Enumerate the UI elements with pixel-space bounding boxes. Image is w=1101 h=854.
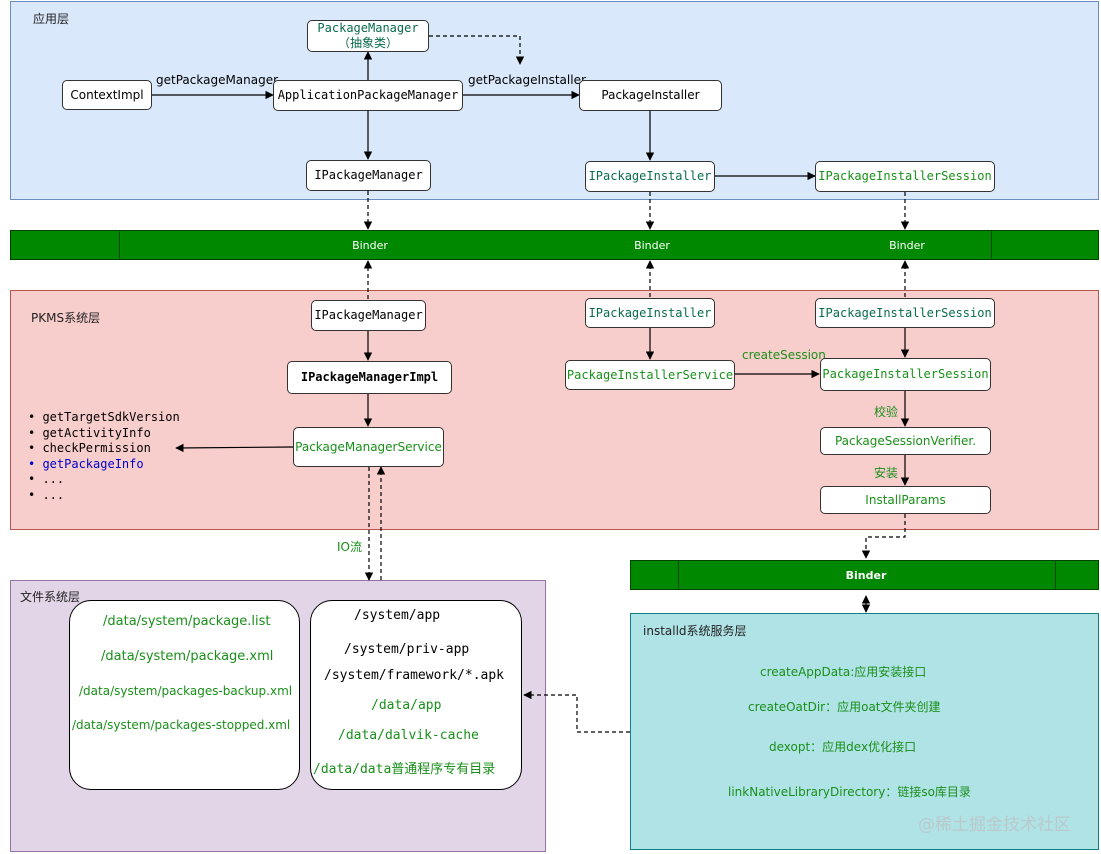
installd-layer: installd系统服务层 (630, 613, 1099, 850)
pkms-method-list: getTargetSdkVersion getActivityInfo chec… (28, 410, 180, 504)
binder-bar-top: Binder Binder Binder (10, 230, 1099, 260)
method-item: ... (28, 488, 180, 504)
method-item: getTargetSdkVersion (28, 410, 179, 426)
method-item-highlight: getPackageInfo (28, 457, 180, 473)
edge-label-create-session: createSession (742, 348, 826, 362)
watermark: @稀土掘金技术社区 (918, 815, 1071, 835)
package-installer-session-box: PackageInstallerSession (820, 358, 991, 391)
edge-label-verify: 校验 (874, 405, 899, 419)
installd-item-link-native-library: linkNativeLibraryDirectory：链接so库目录 (728, 785, 971, 799)
method-item: ... (28, 472, 180, 488)
edge-label-install: 安装 (874, 466, 899, 480)
fs-app-dirs-panel: /system/app /system/priv-app /system/fra… (310, 600, 522, 790)
method-item: getActivityInfo (28, 426, 180, 442)
package-manager-service-box: PackageManagerService (293, 427, 444, 467)
package-installer-box: PackageInstaller (579, 80, 722, 111)
fs-path-data-app: /data/app (371, 698, 442, 713)
package-installer-service-box: PackageInstallerService (565, 360, 735, 390)
install-params-box: InstallParams (820, 486, 991, 514)
ipackage-manager-impl-box: IPackageManagerImpl (287, 361, 452, 394)
fs-path-package-list: /data/system/package.list (103, 614, 271, 629)
package-session-verifier-box: PackageSessionVerifier. (820, 427, 991, 455)
application-package-manager-box: ApplicationPackageManager (273, 80, 463, 111)
installd-item-dexopt: dexopt：应用dex优化接口 (769, 740, 917, 754)
edge-label-get-package-installer: getPackageInstaller (468, 73, 586, 87)
fs-path-system-priv-app: /system/priv-app (344, 642, 470, 657)
package-manager-abstract-line2: （抽象类） (337, 36, 398, 50)
binder-label-2: Binder (634, 239, 670, 252)
fs-path-packages-backup: /data/system/packages-backup.xml (79, 684, 293, 698)
fs-path-system-app: /system/app (354, 608, 441, 623)
pkms-ipackage-manager-box: IPackageManager (311, 300, 426, 331)
context-impl-box: ContextImpl (62, 80, 152, 110)
edge-label-get-package-manager: getPackageManager (156, 73, 279, 87)
installd-item-create-oat-dir: createOatDir：应用oat文件夹创建 (748, 700, 941, 714)
package-manager-abstract-line1: PackageManager (317, 21, 419, 35)
binder-label-1: Binder (352, 239, 388, 252)
fs-path-data-data: /data/data普通程序专有目录 (313, 762, 496, 777)
fs-path-packages-stopped: /data/system/packages-stopped.xml (72, 718, 291, 732)
app-ipackage-installer-box: IPackageInstaller (585, 161, 715, 192)
pkms-ipackage-installer-box: IPackageInstaller (585, 298, 715, 328)
io-stream-label: IO流 (337, 540, 362, 554)
app-ipackage-installer-session-box: IPackageInstallerSession (815, 161, 995, 192)
pkms-ipackage-installer-session-box: IPackageInstallerSession (815, 298, 995, 328)
installd-item-create-app-data: createAppData:应用安装接口 (760, 665, 927, 679)
binder-label-installd: Binder (845, 569, 887, 582)
package-manager-abstract-box: PackageManager （抽象类） (307, 20, 429, 52)
fs-path-dalvik-cache: /data/dalvik-cache (338, 728, 479, 743)
app-layer-label: 应用层 (33, 12, 70, 26)
pkms-layer-label: PKMS系统层 (31, 311, 101, 325)
binder-label-3: Binder (889, 239, 925, 252)
installd-layer-label: installd系统服务层 (643, 624, 747, 638)
fs-path-system-framework: /system/framework/*.apk (324, 668, 505, 683)
fs-layer-label: 文件系统层 (20, 590, 81, 604)
method-item: checkPermission (28, 441, 180, 457)
fs-system-files-panel: /data/system/package.list /data/system/p… (69, 600, 300, 790)
fs-path-package-xml: /data/system/package.xml (101, 649, 274, 664)
binder-bar-installd: Binder (630, 560, 1099, 590)
app-ipackage-manager-box: IPackageManager (306, 160, 431, 191)
